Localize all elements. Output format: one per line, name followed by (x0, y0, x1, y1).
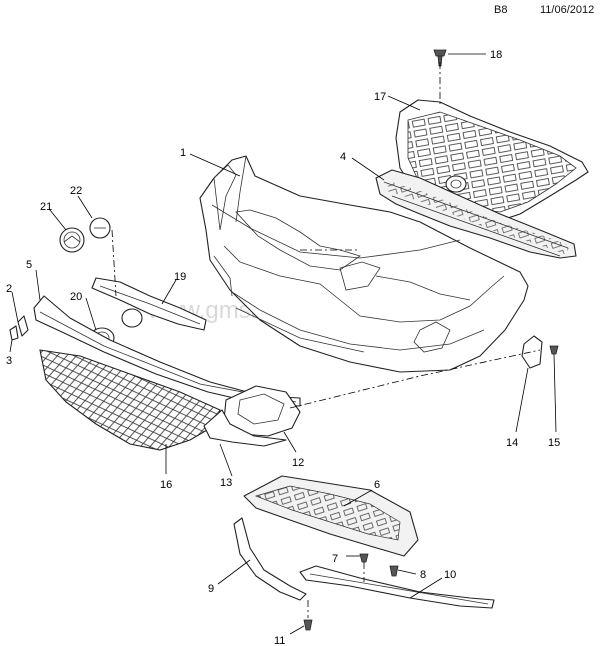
callout-5: 5 (26, 259, 32, 271)
callout-18: 18 (490, 49, 502, 61)
callout-8: 8 (420, 569, 426, 581)
callout-labels: 18 17 1 4 22 21 19 20 5 2 3 16 12 13 6 7… (6, 49, 560, 646)
energy-absorber (375, 169, 577, 259)
clip-18 (433, 49, 447, 67)
callout-10: 10 (444, 569, 456, 581)
callout-16: 16 (160, 479, 172, 491)
callout-13: 13 (220, 477, 232, 489)
callout-14: 14 (506, 437, 518, 449)
assembly-lines (111, 62, 541, 618)
callout-6: 6 (374, 479, 380, 491)
callout-19: 19 (174, 271, 186, 283)
page-code: B8 (494, 4, 508, 16)
diagram-date: 11/06/2012 (540, 4, 595, 16)
callout-22: 22 (70, 185, 82, 197)
bracket-2 (17, 315, 29, 337)
trim-13 (203, 409, 287, 447)
screw-7 (359, 553, 369, 563)
grille-frame (91, 277, 207, 331)
clip-15 (549, 345, 559, 355)
callout-12: 12 (292, 457, 304, 469)
spoiler-left (233, 517, 307, 601)
callout-3: 3 (6, 355, 12, 367)
callout-9: 9 (208, 583, 214, 595)
callout-15: 15 (548, 437, 560, 449)
leader-lines (9, 53, 557, 635)
callout-2: 2 (6, 283, 12, 295)
callout-7: 7 (332, 553, 338, 565)
lower-grille (39, 349, 221, 451)
callout-20: 20 (70, 291, 82, 303)
callout-11: 11 (274, 635, 285, 646)
clip-3 (9, 325, 19, 341)
spoiler-center (299, 565, 495, 609)
bumper-cover (199, 155, 529, 373)
screw-11 (303, 619, 313, 631)
callout-1: 1 (180, 147, 186, 159)
emblem-cover (89, 217, 111, 239)
screw-8 (389, 565, 399, 577)
emblem (59, 227, 85, 253)
side-bracket (521, 335, 543, 369)
callout-21: 21 (40, 201, 52, 213)
callout-4: 4 (340, 151, 346, 163)
underbody-shield (243, 475, 419, 557)
callout-17: 17 (374, 91, 386, 103)
